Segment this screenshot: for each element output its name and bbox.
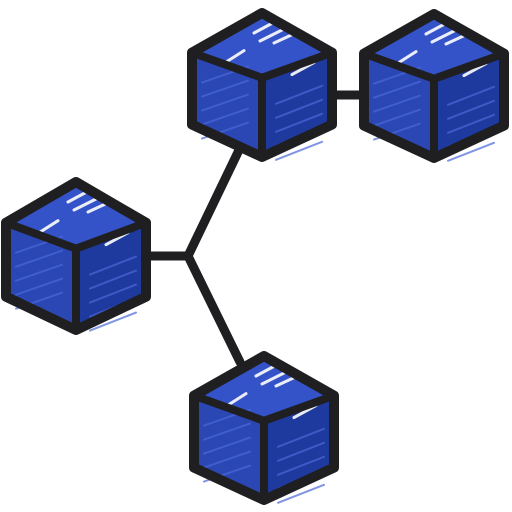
cubes-group	[1, 8, 509, 505]
connector-hub-to-bottom	[183, 251, 245, 367]
cube-left	[1, 177, 151, 335]
cube-inner-edges	[188, 48, 336, 161]
cube-inner-edges	[360, 49, 508, 162]
cube-inner-edges	[190, 391, 338, 504]
connector-hub-to-top	[183, 143, 245, 261]
cube-bottom	[189, 351, 339, 505]
cube-top-left	[187, 8, 337, 162]
cube-top-right	[359, 9, 509, 163]
cube-inner-edges	[2, 218, 150, 334]
